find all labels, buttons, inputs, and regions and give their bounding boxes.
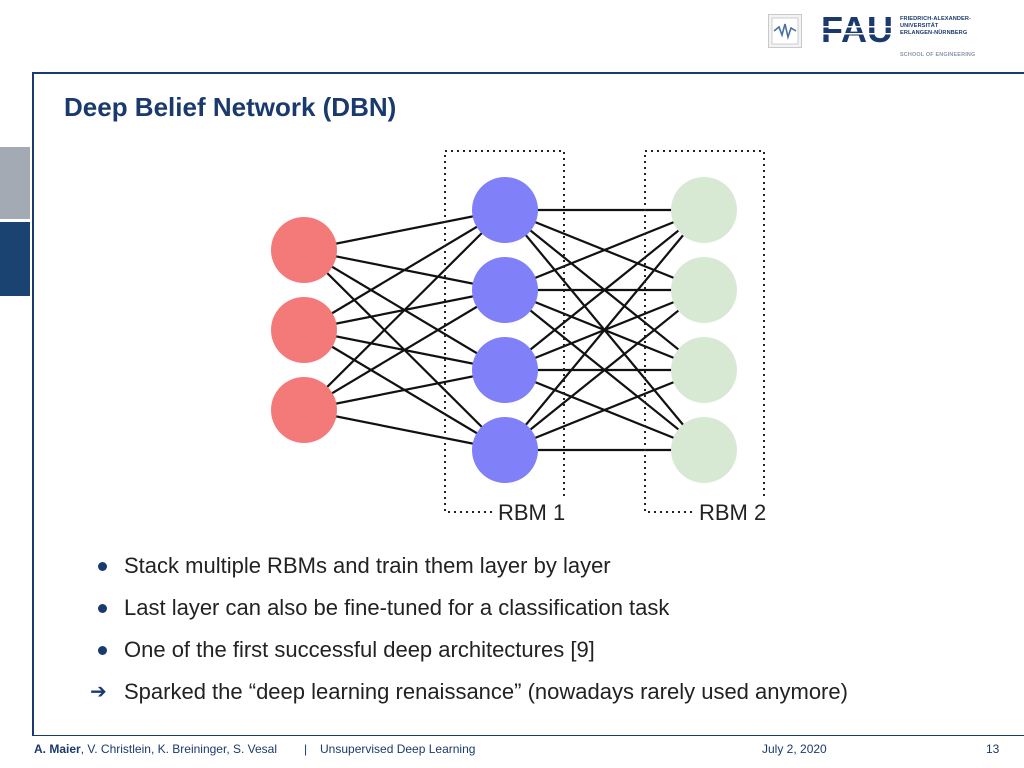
hidden2-node	[671, 177, 737, 243]
hidden1-node	[472, 177, 538, 243]
frame-top-line	[32, 72, 1024, 74]
input-node	[271, 297, 337, 363]
edge-input-hidden1	[303, 209, 506, 331]
edge-hidden1-hidden2	[504, 368, 705, 452]
hidden1-node	[472, 257, 538, 323]
rbm1-label: RBM 1	[498, 500, 565, 525]
bullet-dot-icon	[98, 604, 107, 613]
footer-page-number: 13	[986, 742, 1000, 756]
side-tab-previous	[0, 147, 30, 219]
bullet-list: Stack multiple RBMs and train them layer…	[90, 548, 848, 716]
footer-separator: |	[304, 742, 308, 756]
bullet-item: Last layer can also be fine-tuned for a …	[96, 590, 848, 632]
edge-input-hidden1	[303, 289, 506, 411]
bullet-text: Stack multiple RBMs and train them layer…	[124, 553, 611, 578]
input-node	[271, 377, 337, 443]
frame-left-line	[32, 72, 34, 736]
hidden2-node	[671, 257, 737, 323]
bullet-item: One of the first successful deep archite…	[96, 632, 848, 674]
bullet-text: Sparked the “deep learning renaissance” …	[124, 679, 848, 704]
edge-input-hidden1	[303, 208, 506, 252]
frame-bottom-line	[32, 735, 1024, 736]
bullet-dot-icon	[98, 646, 107, 655]
edge-hidden1-hidden2	[504, 289, 705, 451]
hidden1-node	[472, 337, 538, 403]
rbm2-label-bg	[694, 499, 780, 525]
edge-input-hidden1	[303, 368, 506, 412]
edge-hidden1-hidden2	[504, 209, 705, 451]
bullet-item: Stack multiple RBMs and train them layer…	[96, 548, 848, 590]
dbn-diagram: RBM 1 RBM 2	[271, 150, 780, 525]
bullet-text: Last layer can also be fine-tuned for a …	[124, 595, 670, 620]
edge-hidden1-hidden2	[504, 208, 705, 292]
input-node	[271, 217, 337, 283]
fau-logo-text: FAU	[821, 12, 893, 46]
hidden2-node	[671, 417, 737, 483]
waveform-icon	[771, 17, 799, 45]
bullet-text: One of the first successful deep archite…	[124, 637, 595, 662]
footer-authors: A. Maier, V. Christlein, K. Breininger, …	[34, 742, 277, 756]
fau-logo: FAU	[818, 12, 896, 46]
university-line-3: ERLANGEN-NÜRNBERG	[900, 30, 968, 36]
university-name: FRIEDRICH-ALEXANDER- UNIVERSITÄT ERLANGE…	[900, 16, 1010, 37]
hidden2-node	[671, 337, 737, 403]
footer-course: Unsupervised Deep Learning	[320, 742, 476, 756]
footer-date: July 2, 2020	[762, 742, 827, 756]
network-edges	[303, 208, 705, 452]
bullet-item: ➔ Sparked the “deep learning renaissance”…	[90, 674, 848, 716]
side-tab-current	[0, 222, 30, 296]
university-line-1: FRIEDRICH-ALEXANDER-	[900, 16, 971, 22]
institute-logo-icon	[768, 14, 802, 48]
school-name: SCHOOL OF ENGINEERING	[900, 52, 976, 58]
edge-input-hidden1	[303, 408, 506, 452]
network-nodes	[271, 177, 737, 483]
bullet-dot-icon	[98, 562, 107, 571]
slide-title: Deep Belief Network (DBN)	[64, 92, 397, 122]
rbm1-label-bg	[494, 499, 578, 525]
university-line-2: UNIVERSITÄT	[900, 23, 939, 29]
footer-other-authors: , V. Christlein, K. Breininger, S. Vesal	[80, 742, 278, 756]
edge-input-hidden1	[303, 209, 506, 411]
rbm2-label: RBM 2	[699, 500, 766, 525]
edge-hidden1-hidden2	[504, 209, 705, 371]
arrow-right-icon: ➔	[90, 681, 107, 703]
footer-first-author: A. Maier	[34, 742, 81, 756]
hidden1-node	[472, 417, 538, 483]
